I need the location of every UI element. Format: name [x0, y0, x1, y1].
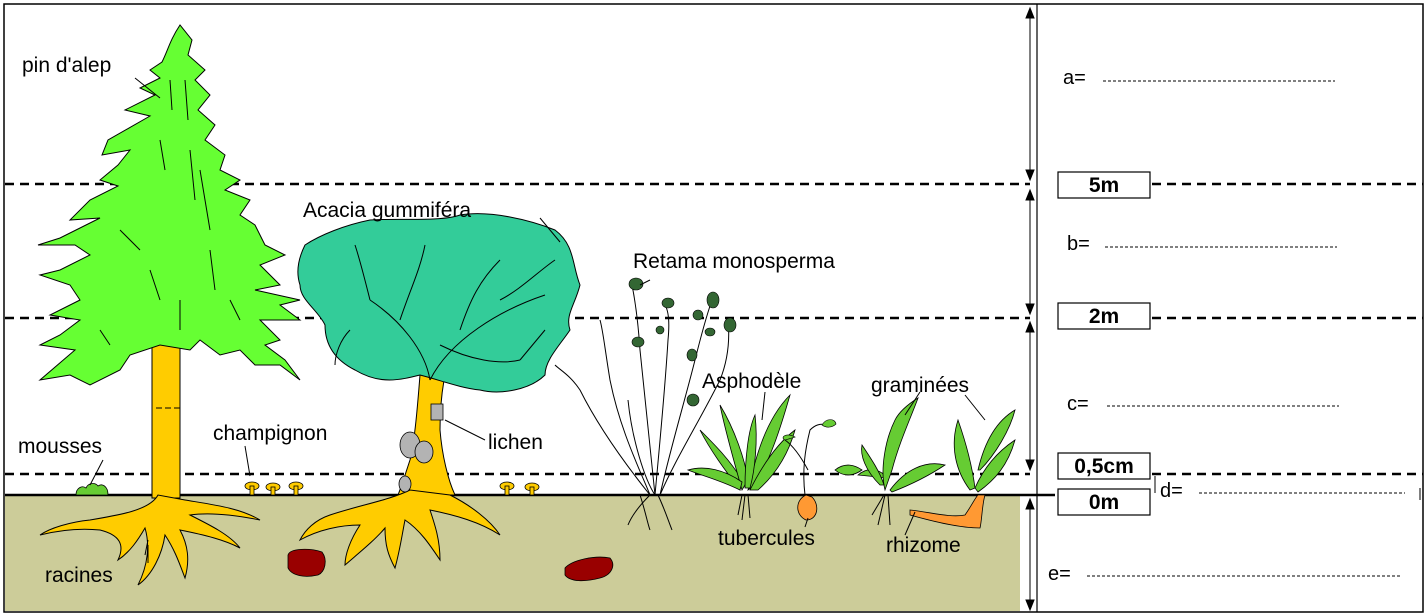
label-lichen: lichen [488, 431, 543, 454]
label-graminees: graminées [871, 374, 969, 397]
retama-shrub [555, 278, 736, 530]
label-tubercules: tubercules [718, 527, 815, 550]
svg-text:0m: 0m [1089, 491, 1119, 514]
label-asphodele: Asphodèle [702, 370, 801, 393]
label-champignon: champignon [213, 422, 327, 445]
height-marker-2m: 2m [1058, 303, 1150, 329]
svg-text:d=: d= [1160, 480, 1183, 502]
blank-e: e= [1048, 563, 1400, 585]
grass-plants [835, 398, 1015, 492]
label-racines: racines [45, 564, 113, 587]
svg-text:e=: e= [1048, 563, 1071, 585]
blank-c: c= [1067, 393, 1339, 415]
mushrooms [245, 482, 539, 495]
blank-d: d= [1160, 480, 1405, 502]
svg-text:2m: 2m [1089, 305, 1119, 328]
height-marker-0m: 0m [1058, 489, 1150, 515]
label-pin: pin d'alep [22, 54, 111, 77]
blank-a: a= [1063, 67, 1335, 89]
svg-text:b=: b= [1067, 233, 1090, 255]
asphodel-plant [688, 395, 795, 490]
label-retama: Retama monosperma [633, 250, 835, 273]
height-marker-0-5cm: 0,5cm [1058, 453, 1150, 479]
svg-text:c=: c= [1067, 393, 1089, 415]
svg-text:0,5cm: 0,5cm [1074, 455, 1134, 478]
height-marker-5m: 5m [1058, 172, 1150, 198]
label-rhizome: rhizome [886, 534, 961, 557]
label-acacia: Acacia gummiféra [303, 199, 471, 222]
label-mousses: mousses [18, 435, 102, 458]
mosses [76, 484, 108, 495]
blank-b: b= [1067, 233, 1337, 255]
svg-text:a=: a= [1063, 67, 1086, 89]
svg-text:5m: 5m [1089, 174, 1119, 197]
